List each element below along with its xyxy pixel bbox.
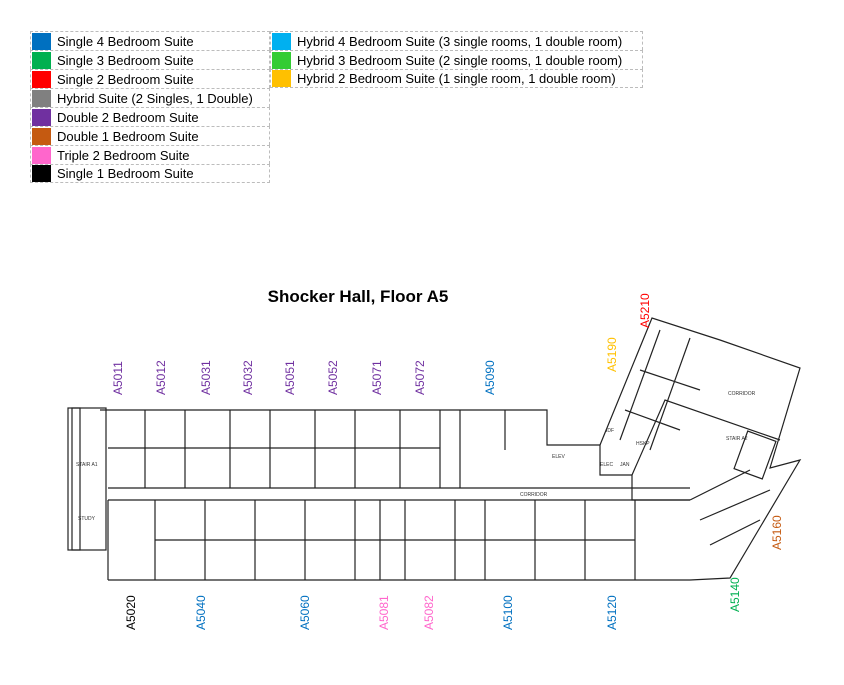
top-room-labels: A5011 A5012 A5031 A5032 A5051 A5052 A5071 A5072… bbox=[111, 293, 652, 395]
legend-label: Single 1 Bedroom Suite bbox=[57, 166, 194, 181]
hskp-label: HSKP bbox=[636, 441, 650, 447]
legend-label: Single 4 Bedroom Suite bbox=[57, 33, 194, 49]
elev-label: ELEV bbox=[552, 454, 565, 460]
legend-swatch bbox=[272, 51, 291, 69]
legend-item: Single 2 Bedroom Suite bbox=[30, 69, 270, 88]
legend-swatch bbox=[32, 70, 51, 88]
elec-label: ELEC bbox=[600, 462, 613, 468]
room-label: A5100 bbox=[501, 595, 515, 630]
room-label: A5081 bbox=[377, 595, 391, 630]
room-label: A5012 bbox=[154, 360, 168, 395]
legend-label: Single 2 Bedroom Suite bbox=[57, 71, 194, 87]
room-label: A5020 bbox=[124, 595, 138, 630]
room-label: A5031 bbox=[199, 360, 213, 395]
legend-swatch bbox=[32, 165, 51, 182]
legend-swatch bbox=[32, 146, 51, 164]
legend-label: Single 3 Bedroom Suite bbox=[57, 52, 194, 68]
legend-swatch bbox=[32, 89, 51, 107]
legend-swatch bbox=[32, 32, 51, 50]
idf-label: IDF bbox=[606, 428, 614, 434]
legend-item: Hybrid 3 Bedroom Suite (2 single rooms, … bbox=[270, 50, 643, 69]
room-label: A5071 bbox=[370, 360, 384, 395]
legend-label: Hybrid Suite (2 Singles, 1 Double) bbox=[57, 90, 253, 106]
room-label: A5032 bbox=[241, 360, 255, 395]
room-label: A5160 bbox=[770, 515, 784, 550]
room-label: A5011 bbox=[111, 361, 125, 395]
legend-swatch bbox=[32, 127, 51, 145]
corridor-label: CORRIDOR bbox=[520, 492, 548, 498]
legend-item: Single 4 Bedroom Suite bbox=[30, 31, 270, 50]
legend-item: Hybrid 2 Bedroom Suite (1 single room, 1… bbox=[270, 69, 643, 88]
building-outline bbox=[67, 317, 802, 581]
room-label: A5072 bbox=[413, 360, 427, 395]
room-label: A5040 bbox=[194, 595, 208, 630]
legend-item: Double 2 Bedroom Suite bbox=[30, 107, 270, 126]
legend-label: Hybrid 2 Bedroom Suite (1 single room, 1… bbox=[297, 71, 616, 86]
room-label: A5060 bbox=[298, 595, 312, 630]
room-label: A5190 bbox=[605, 337, 619, 372]
legend-label: Hybrid 3 Bedroom Suite (2 single rooms, … bbox=[297, 52, 623, 68]
plan-small-labels: CORRIDOR CORRIDOR STAIR A1 STUDY STAIR A… bbox=[76, 391, 756, 522]
room-label: A5051 bbox=[283, 360, 297, 395]
legend-label: Triple 2 Bedroom Suite bbox=[57, 147, 190, 163]
room-label: A5210 bbox=[638, 293, 652, 328]
bottom-room-labels: A5020 A5040 A5060 A5081 A5082 A5100 A5120 A5140… bbox=[124, 515, 784, 630]
legend-item: Double 1 Bedroom Suite bbox=[30, 126, 270, 145]
legend-item: Single 3 Bedroom Suite bbox=[30, 50, 270, 69]
room-label: A5082 bbox=[422, 595, 436, 630]
legend-label: Double 1 Bedroom Suite bbox=[57, 128, 199, 144]
study-label: STUDY bbox=[78, 516, 96, 522]
jan-label: JAN bbox=[620, 462, 630, 468]
stair-a2-label: STAIR A2 bbox=[726, 436, 748, 442]
legend-swatch bbox=[32, 51, 51, 69]
legend-item: Hybrid Suite (2 Singles, 1 Double) bbox=[30, 88, 270, 107]
legend-label: Double 2 Bedroom Suite bbox=[57, 109, 199, 125]
corridor-label-2: CORRIDOR bbox=[728, 391, 756, 397]
room-label: A5052 bbox=[326, 360, 340, 395]
legend-swatch bbox=[32, 108, 51, 126]
legend-swatch bbox=[272, 32, 291, 50]
room-label: A5140 bbox=[728, 577, 742, 612]
floor-plan-title: Shocker Hall, Floor A5 bbox=[267, 287, 449, 306]
legend-right-column: Hybrid 4 Bedroom Suite (3 single rooms, … bbox=[270, 31, 643, 88]
legend-item: Triple 2 Bedroom Suite bbox=[30, 145, 270, 164]
room-label: A5090 bbox=[483, 360, 497, 395]
legend-item: Hybrid 4 Bedroom Suite (3 single rooms, … bbox=[270, 31, 643, 50]
room-label: A5120 bbox=[605, 595, 619, 630]
legend-label: Hybrid 4 Bedroom Suite (3 single rooms, … bbox=[297, 33, 623, 49]
legend-swatch bbox=[272, 70, 291, 87]
legend-item: Single 1 Bedroom Suite bbox=[30, 164, 270, 183]
stair-a1-label: STAIR A1 bbox=[76, 462, 98, 468]
